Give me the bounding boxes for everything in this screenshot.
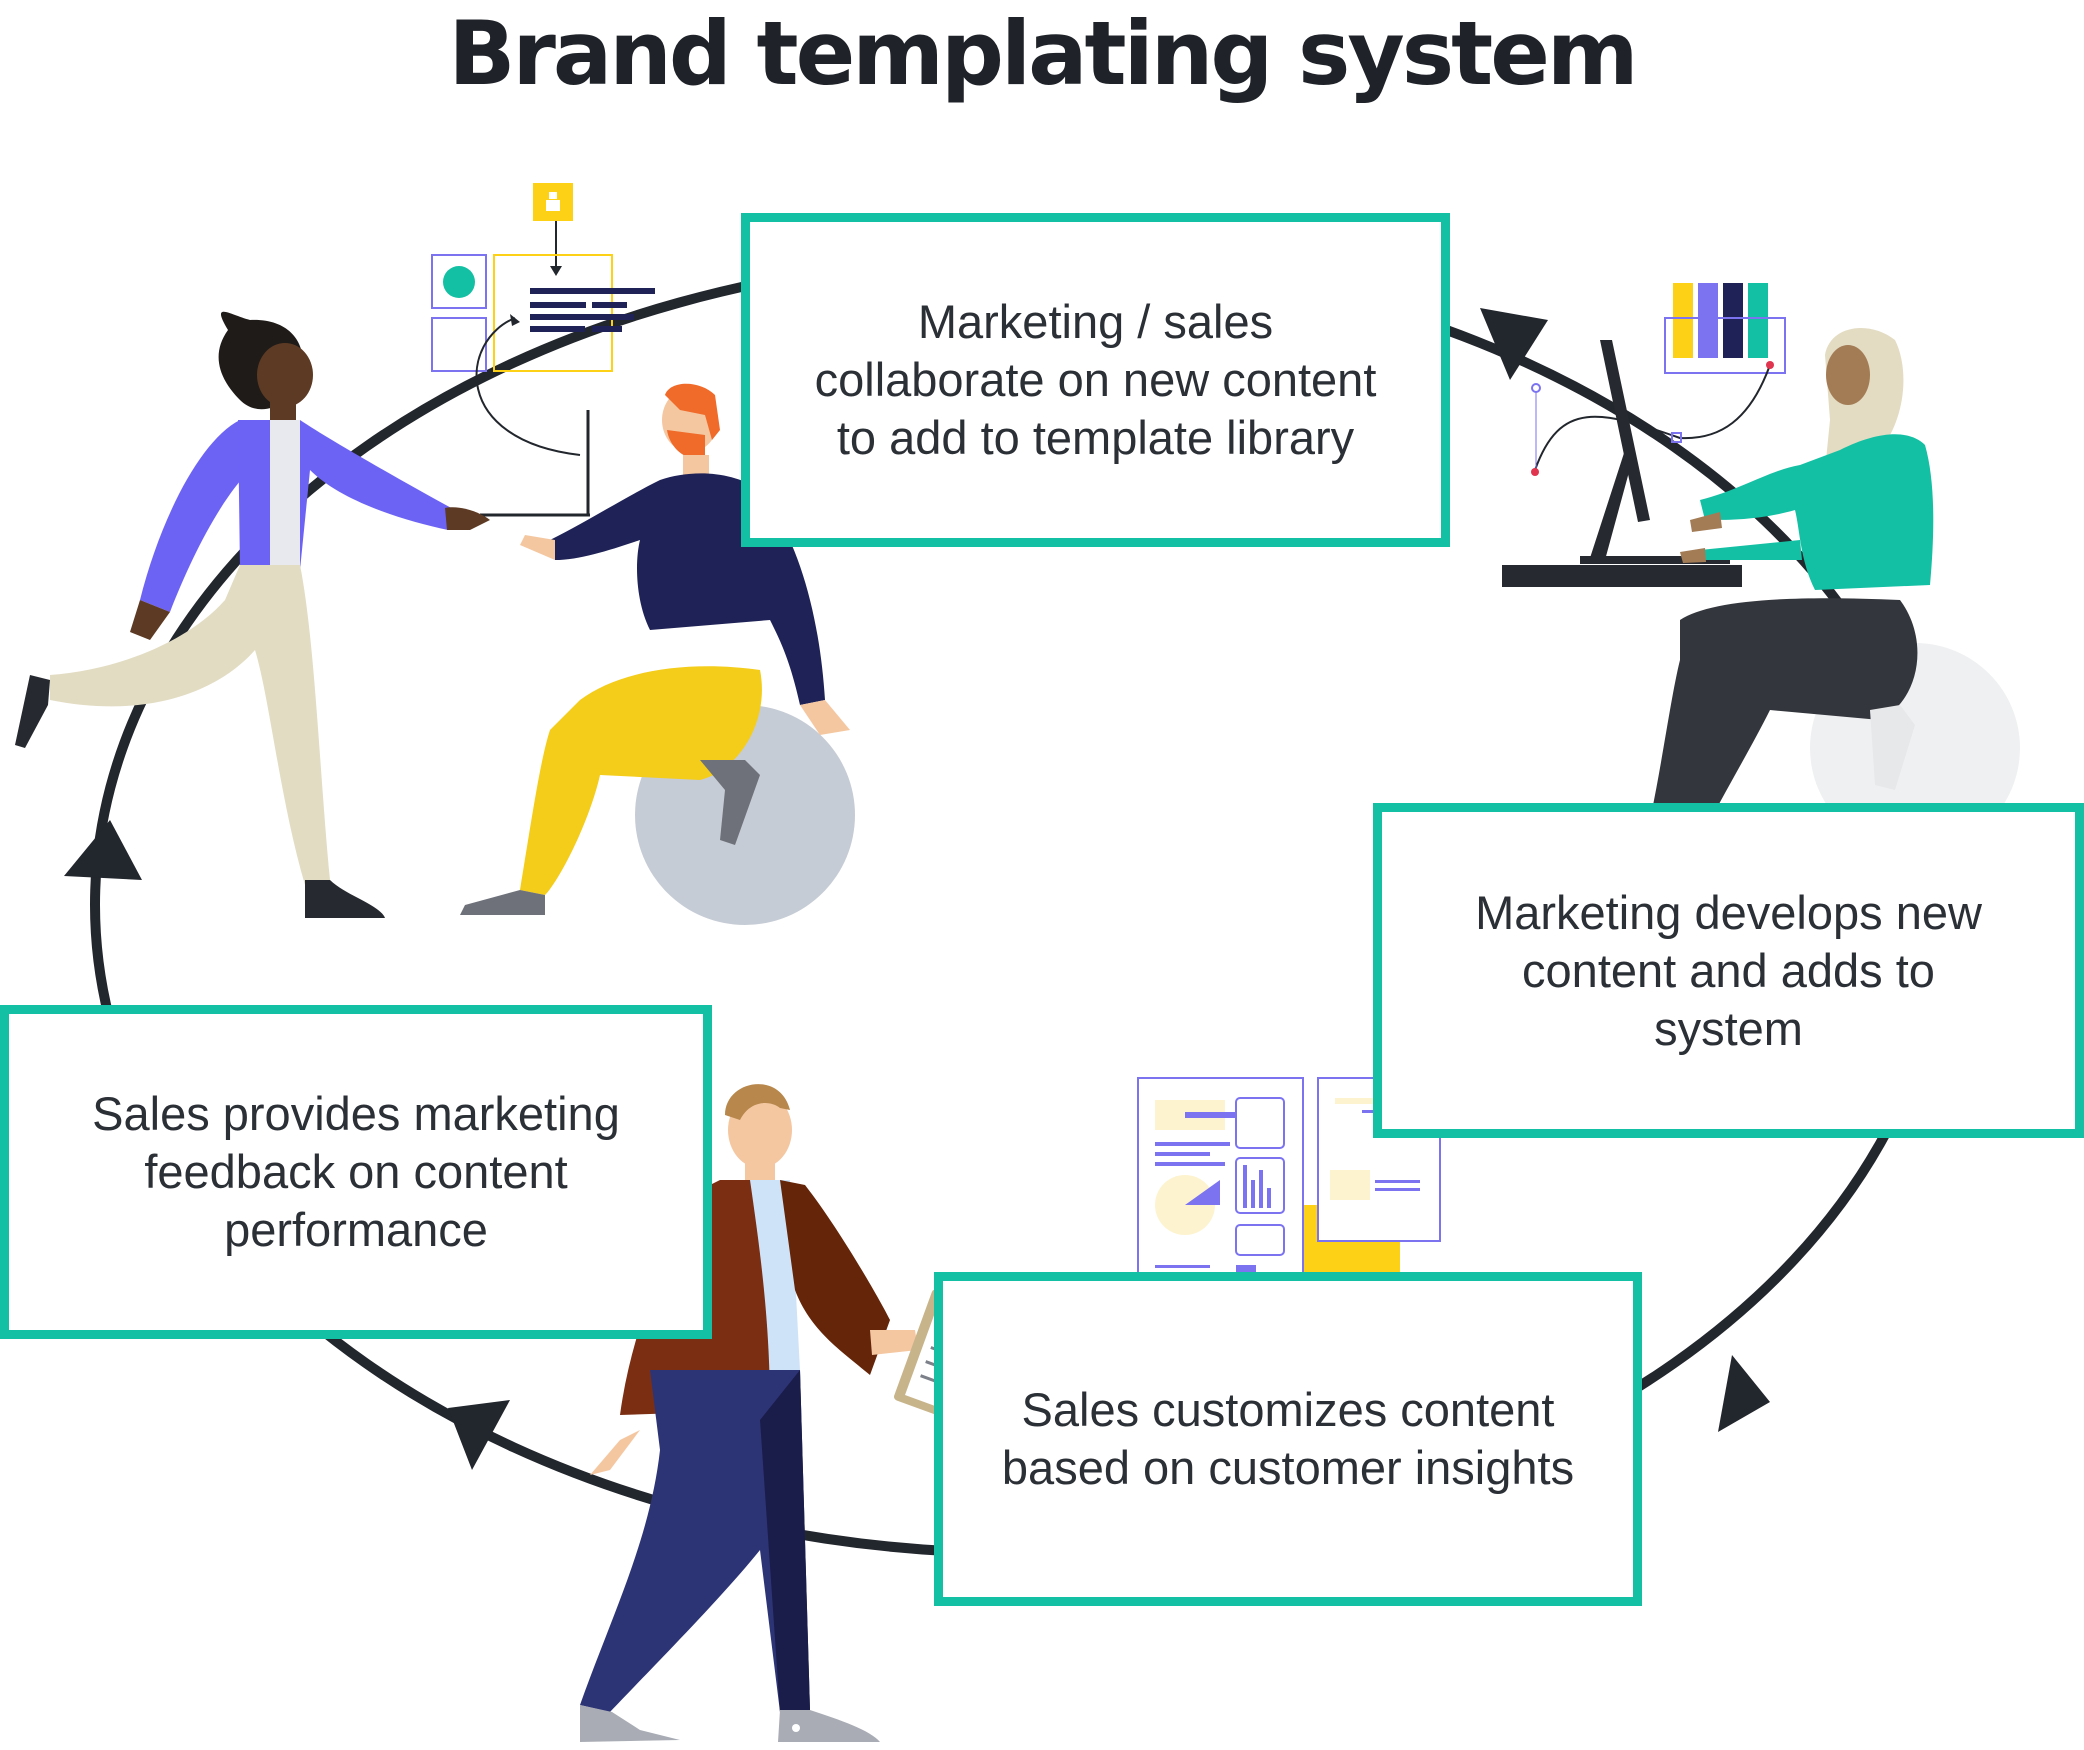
arrow-bottom-right [1718,1355,1770,1432]
collaboration-illustration [15,183,855,925]
arrow-top-right [1480,308,1548,380]
step-develop-label: Marketing develops new content and adds … [1475,885,1982,1055]
step-collaborate-label: Marketing / sales collaborate on new con… [814,295,1377,464]
diagram-title: Brand templating system [448,2,1638,105]
arrow-bottom-left [448,1400,510,1470]
step-feedback-box: Sales provides marketing feedback on con… [0,1005,712,1339]
step-customize-box: Sales customizes content based on custom… [934,1272,1642,1606]
step-feedback-label: Sales provides marketing feedback on con… [92,1087,620,1256]
developer-illustration [1502,283,2020,862]
step-customize-label: Sales customizes content based on custom… [1001,1383,1575,1494]
step-develop-box: Marketing develops new content and adds … [1373,803,2084,1138]
step-collaborate-box: Marketing / sales collaborate on new con… [741,213,1450,547]
arrow-left [64,820,142,880]
